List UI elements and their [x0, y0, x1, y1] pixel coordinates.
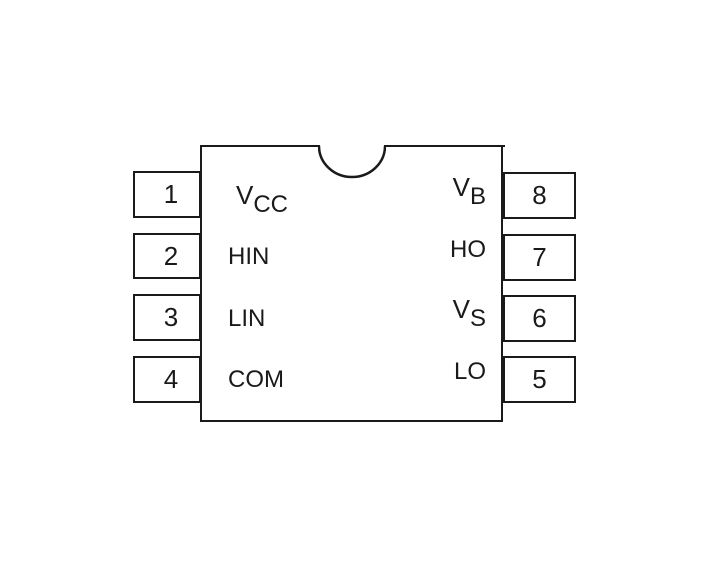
ic-top-edge-left: [200, 145, 320, 147]
pin-7-label: HO: [450, 236, 486, 263]
pin-7-box: 7: [503, 234, 576, 281]
pin-2-box: 2: [133, 233, 201, 279]
pin-4-box: 4: [133, 356, 201, 403]
pin-1-label: VCC: [236, 180, 289, 218]
pin-2-number: 2: [163, 240, 179, 271]
pin-5-box: 5: [503, 356, 576, 403]
pin-3-label: LIN: [228, 305, 266, 332]
pin-1-number: 1: [163, 179, 179, 209]
pin-5-number: 5: [532, 364, 547, 394]
pin-6-box: 6: [503, 295, 576, 342]
ic-top-edge-right: [384, 145, 505, 147]
pin-7-number: 7: [532, 242, 547, 272]
pin-8-label: VB: [452, 172, 486, 210]
pin-2-label: HIN: [228, 243, 270, 270]
orientation-notch-icon: [318, 145, 386, 179]
pin-8-number: 8: [532, 180, 547, 210]
ic-body: [200, 145, 503, 422]
pin-4-number: 4: [163, 364, 179, 394]
pin-6-number: 6: [532, 303, 547, 333]
pin-4-label: COM: [228, 366, 284, 393]
pin-3-number: 3: [163, 302, 179, 332]
pin-3-box: 3: [133, 294, 201, 341]
pin-6-label: VS: [452, 294, 486, 332]
pin-5-label: LO: [453, 358, 486, 385]
pin-1-box: 1: [133, 171, 201, 218]
pin-8-box: 8: [503, 172, 576, 219]
